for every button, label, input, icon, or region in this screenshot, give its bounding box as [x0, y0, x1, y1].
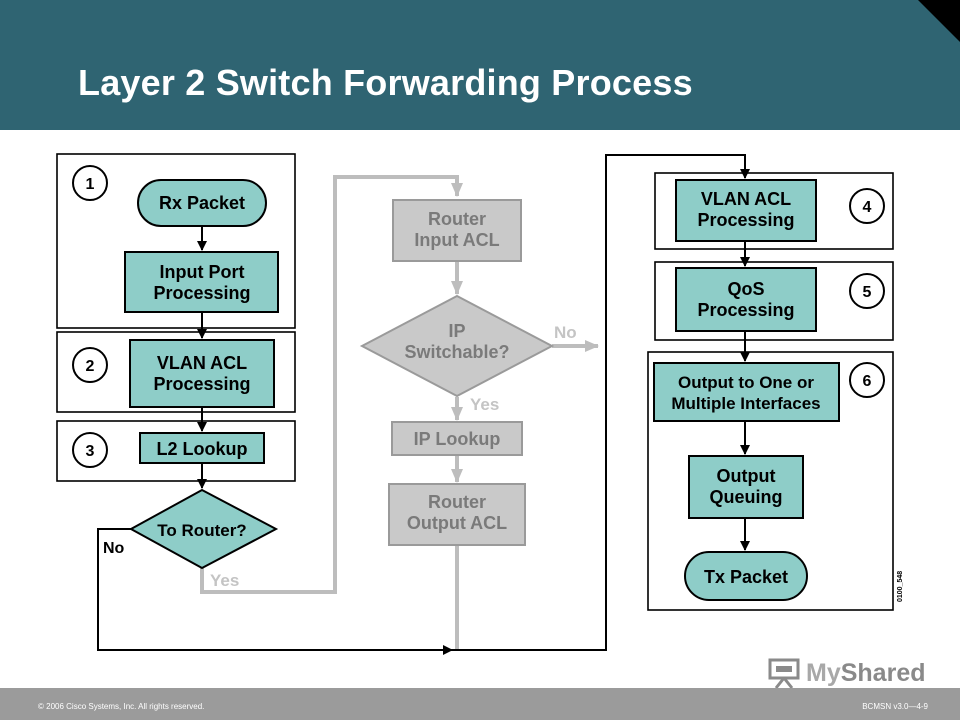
main-path [97, 154, 750, 655]
qos-label-2: Processing [697, 300, 794, 320]
vlan-acl-in-label-2: Processing [153, 374, 250, 394]
qos-node: QoS Processing [675, 267, 817, 332]
slide-footer: © 2006 Cisco Systems, Inc. All rights re… [0, 688, 960, 720]
output-interfaces-label-1: Output to One or [678, 373, 814, 392]
vlan-acl-out-node: VLAN ACL Processing [675, 179, 817, 242]
copyright-text: © 2006 Cisco Systems, Inc. All rights re… [38, 702, 205, 711]
watermark: MyShared [766, 656, 926, 690]
input-port-label-1: Input Port [160, 262, 245, 282]
router-output-acl-label-2: Output ACL [407, 513, 507, 533]
stage-3-badge: 3 [72, 432, 108, 468]
presentation-board-icon [768, 658, 800, 689]
router-path [200, 175, 599, 650]
input-port-node: Input Port Processing [124, 251, 279, 313]
stage-4-number: 4 [863, 199, 872, 216]
output-queuing-label-1: Output [717, 466, 776, 486]
course-code: BCMSN v3.0—4-9 [862, 702, 928, 711]
l2-lookup-node: L2 Lookup [139, 432, 265, 464]
stage-6-badge: 6 [849, 362, 885, 398]
router-input-acl-node: Router Input ACL [392, 199, 522, 262]
to-router-yes-label: Yes [210, 571, 239, 590]
watermark-text-shared: Shared [840, 659, 926, 687]
l2-lookup-label: L2 Lookup [157, 439, 248, 459]
to-router-label: To Router? [157, 521, 246, 540]
vlan-acl-in-label-1: VLAN ACL [157, 353, 247, 373]
stage-1-number: 1 [86, 176, 95, 193]
tx-packet-node: Tx Packet [684, 551, 808, 601]
vlan-acl-in-node: VLAN ACL Processing [129, 339, 275, 408]
corner-triangle [918, 0, 960, 42]
ip-switchable-label-2: Switchable? [404, 342, 509, 362]
stage-5-badge: 5 [849, 273, 885, 309]
yes-to-router-line [200, 175, 463, 594]
vlan-acl-out-label-2: Processing [697, 210, 794, 230]
output-queuing-node: Output Queuing [688, 455, 804, 519]
slide-title: Layer 2 Switch Forwarding Process [78, 62, 693, 103]
ip-lookup-node: IP Lookup [391, 421, 523, 456]
stage-2-number: 2 [86, 358, 95, 375]
slide-header: Layer 2 Switch Forwarding Process [0, 0, 960, 130]
output-interfaces-label-2: Multiple Interfaces [671, 394, 820, 413]
ip-switchable-no-label: No [554, 323, 577, 342]
vlan-acl-out-label-1: VLAN ACL [701, 189, 791, 209]
ip-lookup-label: IP Lookup [414, 429, 501, 449]
output-interfaces-node: Output to One or Multiple Interfaces [653, 362, 840, 422]
ip-switchable-yes-label: Yes [470, 395, 499, 414]
stage-4-badge: 4 [849, 188, 885, 224]
ip-switchable-decision: IP Switchable? [359, 294, 555, 398]
watermark-text: MyShared [806, 659, 926, 688]
merge-to-stage4-line [452, 154, 750, 651]
ip-switchable-label-1: IP [448, 321, 465, 341]
to-router-decision: To Router? [128, 488, 279, 570]
input-port-label-2: Processing [153, 283, 250, 303]
figure-id: 0100_548 [897, 571, 904, 602]
router-output-acl-node: Router Output ACL [388, 483, 526, 546]
stage-2-badge: 2 [72, 347, 108, 383]
stage-1-badge: 1 [72, 165, 108, 201]
tx-packet-label: Tx Packet [704, 567, 788, 587]
qos-label-1: QoS [727, 279, 764, 299]
to-router-no-line [97, 528, 453, 655]
router-input-acl-label-2: Input ACL [414, 230, 499, 250]
stage-3-number: 3 [86, 443, 95, 460]
stage-5-number: 5 [863, 284, 872, 301]
rx-packet-label: Rx Packet [159, 193, 245, 213]
to-router-no-label: No [103, 540, 125, 557]
router-input-acl-label-1: Router [428, 209, 486, 229]
rx-packet-node: Rx Packet [137, 179, 267, 227]
watermark-text-my: My [806, 659, 841, 687]
stage-6-number: 6 [863, 373, 872, 390]
output-queuing-label-2: Queuing [710, 487, 783, 507]
router-output-acl-label-1: Router [428, 492, 486, 512]
